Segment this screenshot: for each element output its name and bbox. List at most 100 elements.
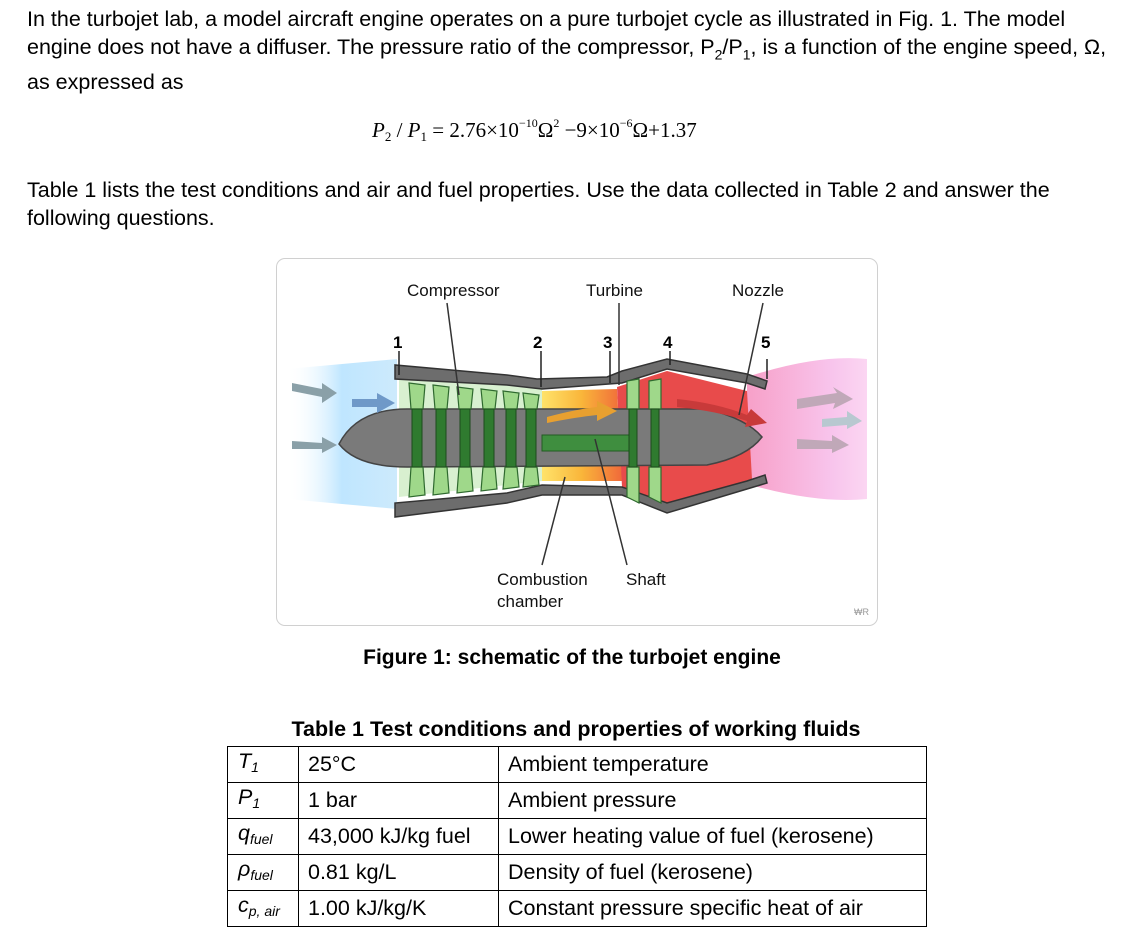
compressor-blade <box>408 466 426 498</box>
table-title: Table 1 Test conditions and properties o… <box>291 717 861 741</box>
compressor-disk <box>435 408 447 468</box>
turbine-blade <box>626 378 640 410</box>
table-intro-paragraph: Table 1 lists the test conditions and ai… <box>27 178 1050 230</box>
turbine-blade <box>626 466 640 504</box>
compressor-blade <box>522 392 540 410</box>
casing-top <box>394 358 768 390</box>
intro-text-start: In the turbojet lab, a model aircraft en… <box>27 7 1066 59</box>
intro-text-end: , is a function of the engine speed, Ω, … <box>27 35 1107 95</box>
compressor-disk <box>525 408 537 468</box>
value-cell: 1 bar <box>298 782 499 819</box>
compressor-disk <box>505 408 517 468</box>
nozzle-label: Nozzle <box>732 281 784 300</box>
turbine-blades <box>626 378 662 504</box>
symbol-subscript: fuel <box>249 831 273 847</box>
compressor-blade <box>432 384 450 410</box>
compressor-blade <box>456 386 474 410</box>
compressor-blade <box>480 388 498 410</box>
exhaust-flow-arrow <box>677 399 767 427</box>
eq-omega-power: 2 <box>553 116 560 130</box>
symbol-main: ρ <box>238 857 251 881</box>
description-cell: Constant pressure specific heat of air <box>498 890 927 927</box>
shaft-leader <box>594 438 628 566</box>
combustion-flow-arrow <box>547 401 617 423</box>
symbol-main: c <box>238 893 249 917</box>
turbine-disk <box>628 408 638 468</box>
compressor-blade <box>432 466 450 496</box>
eq-p2: P <box>372 118 385 142</box>
pressure-ratio-equation: P2 / P1 = 2.76×10−10Ω2 −9×10−6Ω+1.37 <box>372 116 697 145</box>
eq-p1-sub: 1 <box>420 129 428 144</box>
exhaust-arrow <box>797 435 849 453</box>
compressor-blade <box>408 382 426 410</box>
symbol-main: T <box>238 749 252 773</box>
turbojet-schematic <box>287 302 867 566</box>
symbol-cell: ρfuel <box>227 854 299 891</box>
eq-exp-a: −10 <box>518 116 538 130</box>
compressor-leader <box>446 302 460 396</box>
value-cell: 43,000 kJ/kg fuel <box>298 818 499 855</box>
exhaust-arrow <box>797 387 853 409</box>
description-cell: Lower heating value of fuel (kerosene) <box>498 818 927 855</box>
eq-coef-a: = 2.76×10 <box>427 118 519 142</box>
symbol-main: q <box>238 821 250 845</box>
eq-p2-sub: 2 <box>384 129 392 144</box>
station-3-label: 3 <box>603 333 613 352</box>
eq-exp-b: −6 <box>619 116 633 130</box>
compressor-blades <box>408 382 540 498</box>
exhaust-arrow <box>822 411 862 429</box>
shaft-body <box>541 434 633 452</box>
inlet-arrow <box>292 437 337 453</box>
symbol-subscript: 1 <box>252 795 261 811</box>
description-cell: Ambient pressure <box>498 782 927 819</box>
eq-omega-a: Ω <box>537 118 554 142</box>
value-cell: 25°C <box>298 746 499 783</box>
description-cell: Density of fuel (kerosene) <box>498 854 927 891</box>
inlet-arrow <box>292 383 337 403</box>
eq-p1: P <box>407 118 421 142</box>
symbol-cell: T1 <box>227 746 299 783</box>
casing-bottom <box>394 474 768 518</box>
intro-subscript-1: 1 <box>742 46 751 63</box>
inlet-arrow <box>352 393 395 413</box>
symbol-cell: P1 <box>227 782 299 819</box>
figure-watermark: ₩R <box>854 607 869 617</box>
value-cell: 0.81 kg/L <box>298 854 499 891</box>
figure-caption: Figure 1: schematic of the turbojet engi… <box>363 646 781 669</box>
station-2-label: 2 <box>533 333 543 352</box>
eq-coef-b: −9×10 <box>559 118 620 142</box>
symbol-subscript: 1 <box>251 759 259 775</box>
station-5-label: 5 <box>761 333 771 352</box>
station-1-label: 1 <box>393 333 403 352</box>
description-cell: Ambient temperature <box>498 746 927 783</box>
symbol-main: P <box>238 785 253 809</box>
compressor-blade <box>502 466 520 490</box>
turbine-disk <box>650 408 660 468</box>
combustion-leader <box>541 476 566 566</box>
intro-subscript-2: 2 <box>714 46 723 63</box>
eq-divide: / <box>391 118 408 142</box>
compressor-blade <box>456 466 474 494</box>
compressor-blade <box>522 466 540 488</box>
intro-text-mid: /P <box>722 35 743 59</box>
compressor-disk <box>459 408 471 468</box>
turbine-blade <box>648 466 662 504</box>
nozzle-leader <box>738 302 764 416</box>
intro-paragraph: In the turbojet lab, a model aircraft en… <box>27 5 1127 96</box>
symbol-cell: cp, air <box>227 890 299 927</box>
value-cell: 1.00 kJ/kg/K <box>298 890 499 927</box>
compressor-blade <box>480 466 498 492</box>
inlet-air-region <box>287 359 397 509</box>
eq-tail: Ω+1.37 <box>632 118 697 142</box>
combustion-label-line2: chamber <box>497 592 564 611</box>
combustion-label-line1: Combustion <box>497 570 588 589</box>
turbine-label: Turbine <box>586 281 644 300</box>
symbol-subscript: fuel <box>250 867 273 883</box>
